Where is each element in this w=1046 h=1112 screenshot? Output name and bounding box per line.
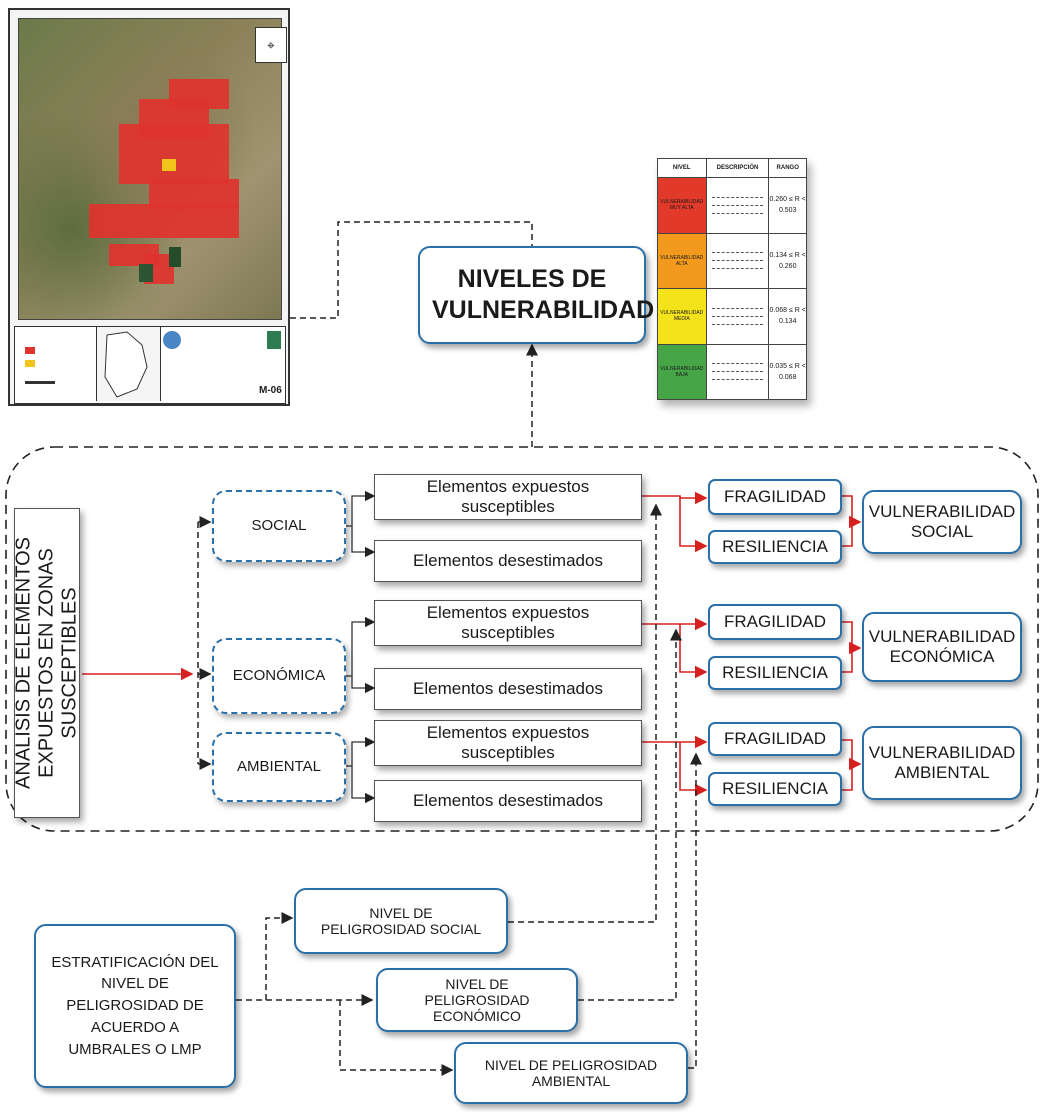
seal-icon xyxy=(267,331,281,349)
elementos-desestimados-social: Elementos desestimados xyxy=(374,540,642,582)
satellite-map-image: ⌖ xyxy=(18,18,287,320)
range-cell: 0.035 ≤ R < 0.068 xyxy=(768,343,807,400)
fragilidad-social: FRAGILIDAD xyxy=(708,479,842,515)
col-rango: RANGO xyxy=(768,158,807,178)
col-nivel: NIVEL xyxy=(657,158,707,178)
col-descripcion: DESCRIPCIÓN xyxy=(705,158,770,178)
resiliencia-economica: RESILIENCIA xyxy=(708,656,842,690)
fragilidad-economica: FRAGILIDAD xyxy=(708,604,842,640)
north-arrow-icon: ⌖ xyxy=(255,27,287,63)
vulnerabilidad-economica: VULNERABILIDAD ECONÓMICA xyxy=(862,612,1022,682)
analysis-region xyxy=(5,446,1039,832)
range-cell: 0.068 ≤ R < 0.134 xyxy=(768,288,807,345)
analysis-title-box: ANALISIS DE ELEMENTOS EXPUESTOS EN ZONAS… xyxy=(12,508,81,818)
map-sheet-code: M-06 xyxy=(259,385,282,396)
elementos-expuestos-economica: Elementos expuestos susceptibles xyxy=(374,600,642,646)
range-cell: 0.260 ≤ R < 0.503 xyxy=(768,177,807,234)
level-cell: VULNERABILIDAD ALTA xyxy=(657,232,707,289)
resiliencia-ambiental: RESILIENCIA xyxy=(708,772,842,806)
estratificacion-box: ESTRATIFICACIÓN DEL NIVEL DE PELIGROSIDA… xyxy=(34,924,236,1088)
niveles-vulnerabilidad-box: NIVELES DE VULNERABILIDAD xyxy=(418,246,655,344)
vulnerability-levels-table: NIVEL DESCRIPCIÓN RANGO VULNERABILIDAD M… xyxy=(657,158,807,400)
location-minimap xyxy=(104,331,148,398)
fragilidad-ambiental: FRAGILIDAD xyxy=(708,722,842,756)
resiliencia-social: RESILIENCIA xyxy=(708,530,842,564)
level-cell: VULNERABILIDAD MEDIA xyxy=(657,288,707,345)
logo-icon xyxy=(163,331,181,349)
elementos-expuestos-ambiental: Elementos expuestos susceptibles xyxy=(374,720,642,766)
table-row: VULNERABILIDAD ALTA 0.134 ≤ R < 0.260 xyxy=(657,232,807,289)
dimension-economica: ECONÓMICA xyxy=(212,638,346,714)
elementos-desestimados-economica: Elementos desestimados xyxy=(374,668,642,710)
dimension-social: SOCIAL xyxy=(212,490,346,562)
elementos-expuestos-social: Elementos expuestos susceptibles xyxy=(374,474,642,520)
table-row: VULNERABILIDAD MEDIA 0.068 ≤ R < 0.134 xyxy=(657,288,807,345)
level-cell: VULNERABILIDAD BAJA xyxy=(657,343,707,400)
peligrosidad-economico: NIVEL DE PELIGROSIDAD ECONÓMICO xyxy=(376,968,578,1032)
dimension-ambiental: AMBIENTAL xyxy=(212,732,346,802)
analysis-title: ANALISIS DE ELEMENTOS EXPUESTOS EN ZONAS… xyxy=(12,537,81,789)
niveles-title: NIVELES DE VULNERABILIDAD xyxy=(432,264,655,324)
table-row: VULNERABILIDAD BAJA 0.035 ≤ R < 0.068 xyxy=(657,343,807,400)
range-cell: 0.134 ≤ R < 0.260 xyxy=(768,232,807,289)
vulnerabilidad-ambiental: VULNERABILIDAD AMBIENTAL xyxy=(862,726,1022,800)
peligrosidad-social: NIVEL DE PELIGROSIDAD SOCIAL xyxy=(294,888,508,954)
level-cell: VULNERABILIDAD MUY ALTA xyxy=(657,177,707,234)
map-legend: M-06 xyxy=(14,326,286,404)
table-row: VULNERABILIDAD MUY ALTA 0.260 ≤ R < 0.50… xyxy=(657,177,807,234)
elementos-desestimados-ambiental: Elementos desestimados xyxy=(374,780,642,822)
vulnerabilidad-social: VULNERABILIDAD SOCIAL xyxy=(862,490,1022,554)
map-panel: ⌖ M-06 xyxy=(8,8,290,406)
peligrosidad-ambiental: NIVEL DE PELIGROSIDAD AMBIENTAL xyxy=(454,1042,688,1104)
